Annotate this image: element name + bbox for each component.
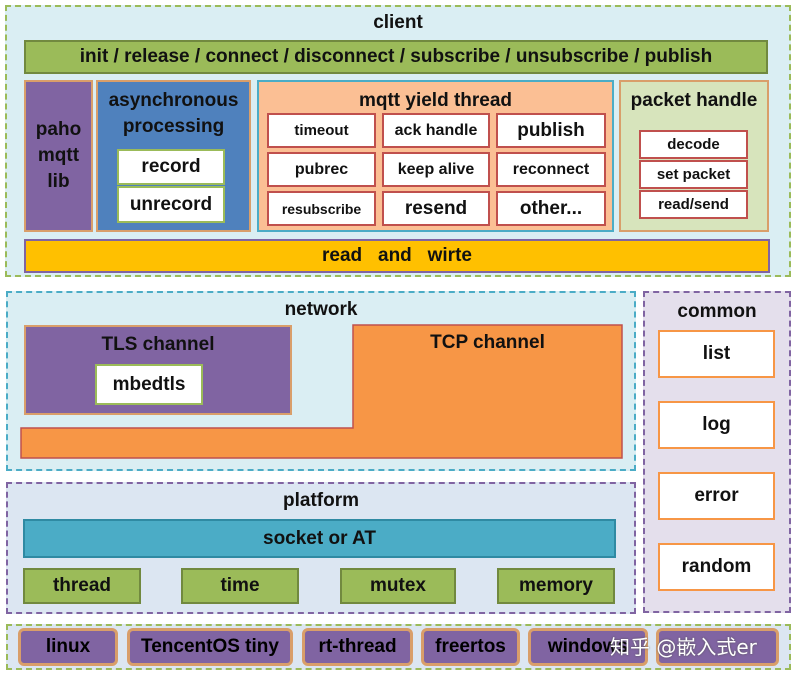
watermark: 知乎 @嵌入式er: [610, 635, 757, 659]
client-title: client: [373, 12, 423, 33]
platform-item-memory: memory: [497, 568, 615, 604]
common-item-list: list: [658, 330, 775, 378]
network-title: network: [284, 299, 358, 320]
os-item-tencentos-tiny: TencentOS tiny: [127, 628, 293, 666]
yield-item-timeout: timeout: [267, 113, 376, 148]
packet-item-read-send: read/send: [639, 190, 748, 219]
mbedtls-box: mbedtls: [95, 364, 203, 405]
socket-or-at-bar: socket or AT: [23, 519, 616, 558]
paho-mqtt-lib-label: paho mqtt lib: [35, 119, 82, 192]
packet-item-decode: decode: [639, 130, 748, 159]
async-processing-title: asynchronous processing: [108, 90, 239, 137]
yield-item-ack-handle: ack handle: [382, 113, 490, 148]
common-item-log: log: [658, 401, 775, 449]
packet-handle-title: packet handle: [630, 90, 758, 111]
os-item-windows: windows: [528, 628, 648, 666]
platform-item-time: time: [181, 568, 299, 604]
paho-mqtt-lib: paho mqtt lib: [24, 80, 93, 232]
yield-item-pubrec: pubrec: [267, 152, 376, 187]
yield-item-reconnect: reconnect: [496, 152, 606, 187]
mqtt-yield-thread-title: mqtt yield thread: [358, 90, 513, 111]
os-item-rt-thread: rt-thread: [302, 628, 413, 666]
common-item-error: error: [658, 472, 775, 520]
common-item-random: random: [658, 543, 775, 591]
yield-item-resend: resend: [382, 191, 490, 226]
os-item-extra: [656, 628, 779, 666]
packet-item-set-packet: set packet: [639, 160, 748, 189]
yield-item-publish: publish: [496, 113, 606, 148]
platform-title: platform: [283, 490, 359, 511]
yield-item-resubscribe: resubscribe: [267, 191, 376, 226]
os-item-freertos: freertos: [421, 628, 520, 666]
platform-item-mutex: mutex: [340, 568, 456, 604]
platform-item-thread: thread: [23, 568, 141, 604]
yield-item-other: other...: [496, 191, 606, 226]
tcp-channel-label: TCP channel: [430, 332, 545, 353]
async-item-unrecord: unrecord: [117, 186, 225, 223]
tls-channel-title: TLS channel: [101, 334, 215, 355]
common-title: common: [677, 301, 757, 322]
read-write-bar: read and wirte: [24, 239, 770, 273]
client-api-bar: init / release / connect / disconnect / …: [24, 40, 768, 74]
os-item-linux: linux: [18, 628, 118, 666]
yield-item-keep-alive: keep alive: [382, 152, 490, 187]
async-item-record: record: [117, 149, 225, 185]
